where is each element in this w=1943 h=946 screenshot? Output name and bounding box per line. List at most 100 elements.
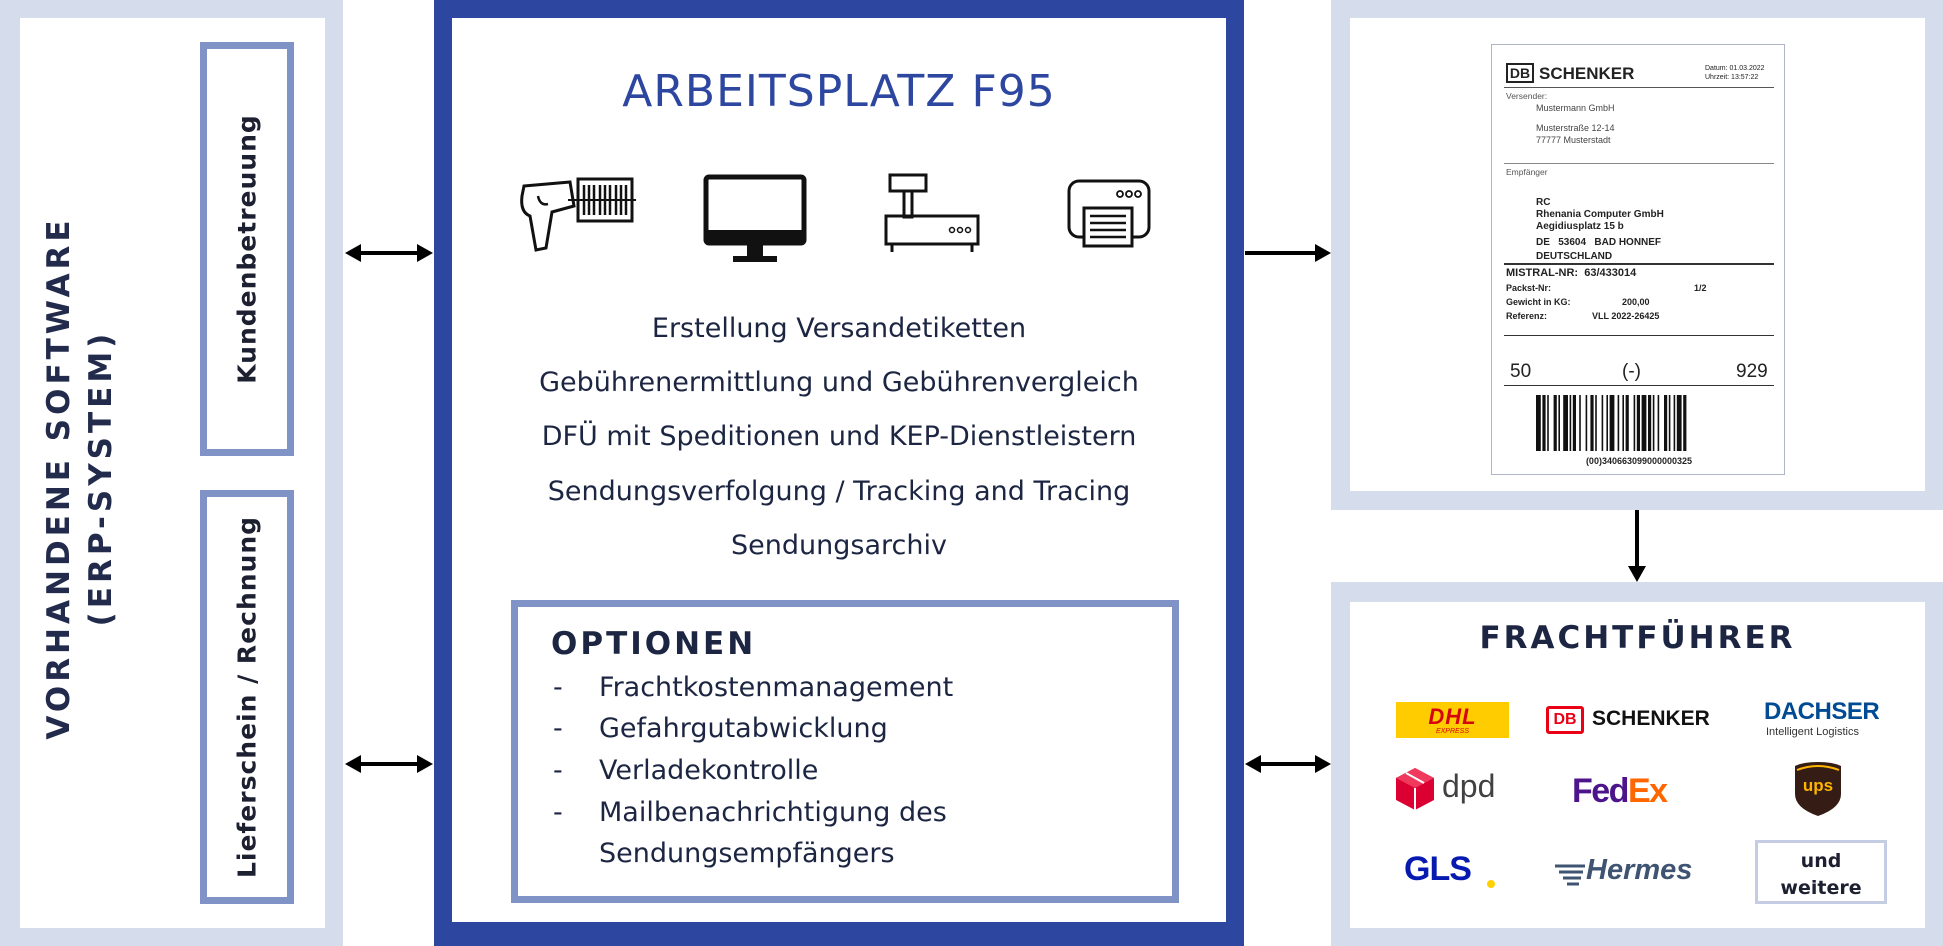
option-item: Gefahrgutabwicklung [599,713,888,744]
db-logo: DB [1506,63,1534,83]
packst-label: Packst-Nr: [1506,283,1552,293]
dhl-logo: DHL EXPRESS [1396,702,1509,738]
hermes-logo-text: Hermes [1586,854,1693,886]
scale-icon [884,173,980,252]
kundenbetreuung-label: Kundenbetreuung [232,114,262,384]
barcode-bar [1636,395,1640,451]
recipient-line: Rhenania Computer GmbH [1536,209,1664,220]
barcode-bar [1563,395,1568,451]
db-schenker-logo-text: SCHENKER [1592,707,1710,730]
dhl-logo-subtext: EXPRESS [1435,728,1470,735]
ups-shield-icon [1795,762,1841,816]
barcode-bar [1648,395,1652,451]
dachser-logo-subtext: Intelligent Logistics [1766,726,1859,738]
barcode-bar [1641,395,1647,451]
reference-label: Referenz: [1506,311,1548,321]
more-carriers-line1: und [1800,850,1842,872]
more-carriers-box: und weitere [1755,840,1887,904]
mistral-number: MISTRAL-NR: 63/433014 [1506,267,1637,279]
option-item: Sendungsempfängers [599,838,895,869]
db-schenker-logo-db: DB [1546,706,1584,734]
options-box [511,600,1179,903]
feature-item: Erstellung Versandetiketten [651,313,1027,344]
option-item: Verladekontrolle [599,755,819,786]
barcode-bar [1590,395,1594,451]
barcode-bar [1622,395,1624,451]
weight-label: Gewicht in KG: [1506,297,1571,307]
lieferschein-label: Lieferschein / Rechnung [232,515,262,879]
barcode-bar [1553,395,1557,451]
packst-value: 1/2 [1694,283,1707,293]
kundenbetreuung-box: Kundenbetreuung [200,42,294,456]
right-arrow-icon [1245,244,1331,262]
label-brand: SCHENKER [1539,64,1635,83]
divider [1504,335,1774,336]
options-title: OPTIONEN [551,626,757,662]
double-arrow-icon [1245,755,1331,773]
recipient-line: DE 53604 BAD HONNEF [1536,237,1662,248]
dpd-cube-icon [1396,768,1434,810]
barcode-bar [1585,395,1588,451]
recipient-line: DEUTSCHLAND [1536,251,1613,262]
barcode-bar [1542,395,1546,451]
barcode-bar [1572,395,1576,451]
down-arrow-icon [1628,510,1646,582]
barcode-bar [1676,395,1682,451]
recipient-label: Empfänger [1506,167,1548,177]
barcode-bar [1657,395,1660,451]
option-item: Frachtkostenmanagement [599,672,954,703]
feature-item: Sendungsverfolgung / Tracking and Tracin… [547,476,1131,507]
gls-dot [1487,880,1495,888]
barcode-bar [1668,395,1671,451]
barcode-bar [1595,395,1597,451]
barcode-scanner-icon [520,177,636,252]
feature-item: DFÜ mit Speditionen und KEP-Dienstleiste… [541,421,1137,452]
recipient-line: Aegidiusplatz 15 b [1536,221,1624,232]
ups-logo-text: ups [1802,776,1834,795]
divider [1504,87,1774,88]
barcode-bar [1617,395,1620,451]
feature-item: Gebührenermittlung und Gebührenvergleich [539,367,1139,398]
fedex-logo-ex: Ex [1627,772,1668,810]
barcode-bar [1664,395,1668,451]
more-carriers-line2: weitere [1780,877,1862,899]
label-time: Uhrzeit: 13:57:22 [1705,74,1759,81]
barcode-bar [1569,395,1572,451]
barcode-bar [1606,395,1608,451]
barcode-bar [1633,395,1636,451]
sender-label: Versender: [1506,91,1548,101]
option-bullet: - [553,672,563,703]
reference-value: VLL 2022-26425 [1592,311,1660,321]
lieferschein-box: Lieferschein / Rechnung [200,490,294,904]
sender-line: 77777 Musterstadt [1536,135,1611,145]
barcode-bar [1547,395,1549,451]
label-date: Datum: 01.03.2022 [1705,65,1765,72]
monitor-icon [703,174,807,262]
route-code-right: 929 [1736,361,1768,382]
gls-logo-text: GLS [1404,850,1472,888]
fedex-logo: FedEx [1572,772,1668,811]
divider [1504,163,1774,164]
recipient-line: RC [1536,197,1551,208]
divider [1504,385,1774,386]
barcode-bar [1625,395,1629,451]
barcode [1536,395,1687,451]
workstation-title: ARBEITSPLATZ F95 [622,66,1056,117]
route-code-mid: (-) [1622,361,1641,382]
barcode-bar [1673,395,1676,451]
dhl-logo-text: DHL [1428,704,1477,729]
barcode-bar [1683,395,1687,451]
printer-icon [1067,179,1151,248]
feature-item: Sendungsarchiv [731,530,947,561]
option-bullet: - [553,797,563,828]
barcode-bar [1652,395,1655,451]
barcode-bar [1579,395,1581,451]
route-code-left: 50 [1510,361,1532,382]
hermes-wings-icon [1555,864,1585,886]
dpd-logo-text: dpd [1442,768,1496,804]
erp-title: VORHANDENE SOFTWARE (ERP-SYSTEM) [38,216,122,739]
sender-line: Musterstraße 12-14 [1536,123,1615,133]
barcode-bar [1601,395,1604,451]
barcode-bar [1609,395,1615,451]
sender-line: Mustermann GmbH [1536,103,1615,113]
